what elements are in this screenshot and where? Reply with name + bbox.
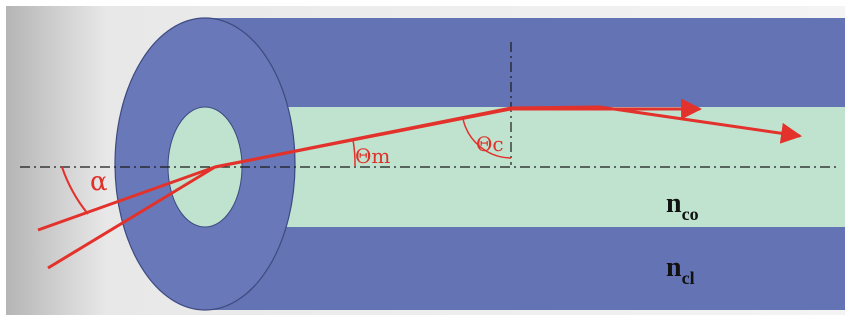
core-index-label: nco [666,188,699,224]
incident-ray-upper [37,165,216,232]
critical-angle-label: Θc [476,132,504,156]
guided-ray-critical [214,98,703,169]
propagation-angle-label: Θm [355,144,390,168]
acceptance-angle-label: α [90,167,108,197]
acceptance-angle-arc [61,166,89,215]
critical-angle-arc [462,118,512,159]
incident-ray-lower [47,165,216,270]
cladding-index-label: ncl [666,252,695,288]
propagation-angle-arc [352,139,356,167]
